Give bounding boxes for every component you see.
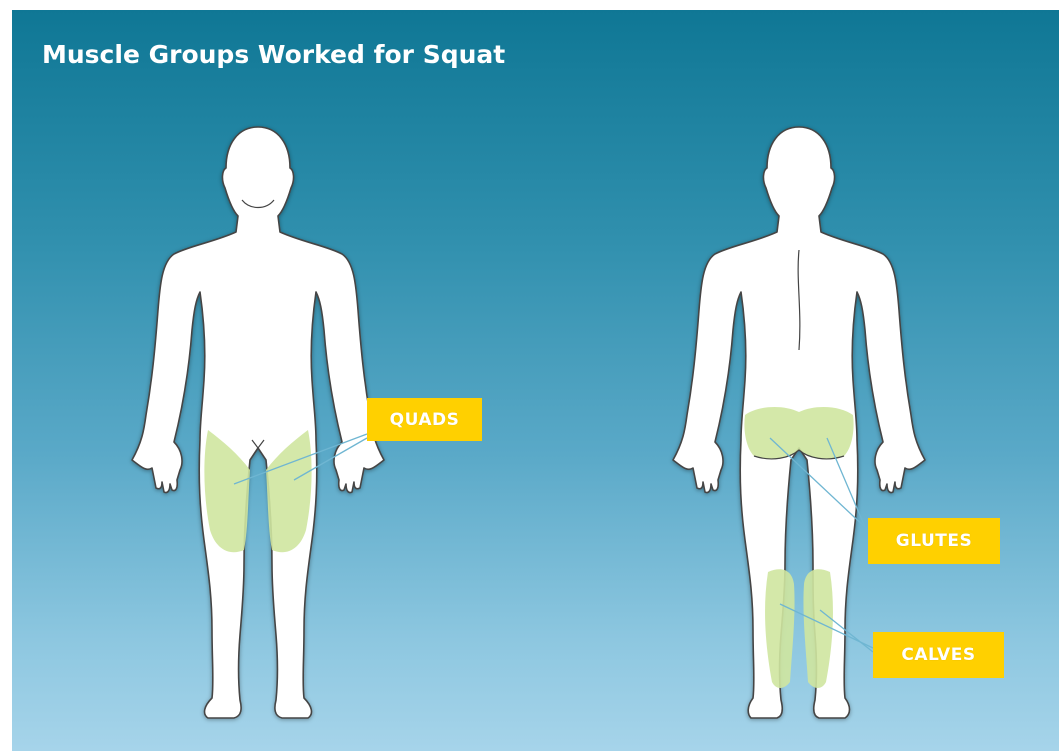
back-body-figure <box>673 127 925 718</box>
quads-label: QUADS <box>367 398 482 441</box>
diagram-canvas: Muscle Groups Worked for Squat <box>12 10 1059 751</box>
calves-label: CALVES <box>873 632 1004 678</box>
front-body-outline <box>132 127 384 718</box>
front-body-figure <box>132 127 384 718</box>
glutes-label: GLUTES <box>868 518 1000 564</box>
glutes-muscle <box>744 407 853 459</box>
